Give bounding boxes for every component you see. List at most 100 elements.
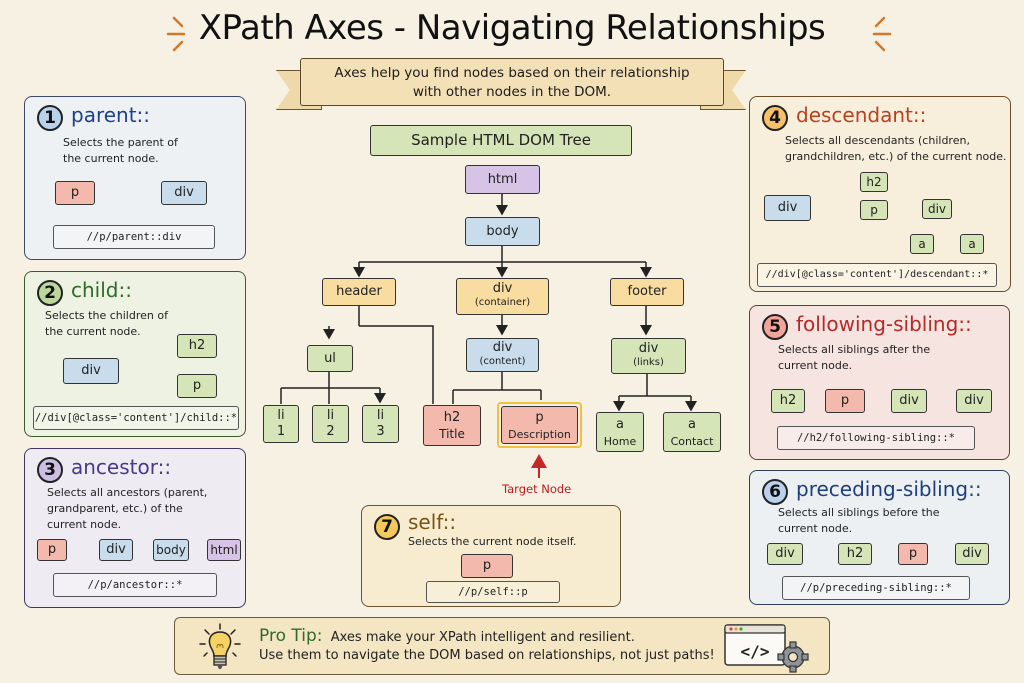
desc-line: current node. [778,522,853,535]
node-label: li [326,408,335,423]
node-label: ul [324,351,336,366]
desc-line: grandchildren, etc.) of the current node… [785,150,1007,163]
node-sublabel: Home [603,435,637,448]
desc-line: Selects the children of [45,309,168,322]
axis-number-badge: 1 [37,105,63,131]
desc-line: Selects all siblings before the [778,506,940,519]
axis-description: Selects the current node itself. [408,534,576,550]
xpath-code: //h2/following-sibling::* [777,426,975,450]
node-h2: h2 [860,172,888,192]
pro-tip-banner: Pro Tip: Axes make your XPath intelligen… [174,617,830,675]
axis-title: ancestor:: [71,455,172,479]
subtitle-banner: Axes help you find nodes based on their … [300,58,724,106]
axis-title: descendant:: [796,103,927,127]
target-node-label: Target Node [502,482,572,496]
desc-line: Selects the current node itself. [408,535,577,548]
node-sublabel: Contact [670,435,714,448]
node-html: html [207,539,241,561]
node-p: p [860,200,888,220]
axis-number-badge: 5 [762,314,788,340]
desc-line: the current node. [63,152,159,165]
desc-line: Selects all siblings after the [778,343,931,356]
node-label: h2 [443,410,461,425]
node-p: p [825,389,865,413]
tree-node-ul: ul [307,345,353,372]
tree-node-div-links: div(links) [611,338,686,374]
tree-node-div-container: div(container) [456,278,549,315]
xpath-code: //div[@class='content']/descendant::* [757,263,997,287]
node-label: p [535,410,544,425]
node-p: p [55,181,95,205]
axis-title: self:: [408,510,457,534]
node-div: div [956,389,992,413]
axis-number-badge: 3 [37,457,63,483]
desc-line: current node. [47,518,122,531]
node-div: div [767,543,803,565]
node-p: p [177,374,217,398]
axis-description: Selects all ancestors (parent, grandpare… [47,485,207,533]
axis-number-badge: 2 [37,280,63,306]
target-highlight [497,402,582,448]
axis-number-badge: 6 [762,479,788,505]
xpath-code: //div[@class='content']/child::* [33,406,239,430]
node-label: footer [627,284,667,299]
lightbulb-icon [199,623,241,669]
xpath-code: //p/ancestor::* [53,573,217,597]
node-sublabel: (links) [633,357,664,368]
node-sublabel: 3 [376,424,385,439]
node-div: div [764,195,811,221]
card-child-axis: 2 child:: Selects the children of the cu… [24,271,246,437]
svg-text:</>: </> [741,642,770,661]
node-h2: h2 [771,389,805,413]
tip-line-2: Use them to navigate the DOM based on re… [259,648,715,663]
xpath-code: //p/parent::div [53,225,215,249]
node-div: div [99,539,133,561]
node-sublabel: (container) [474,297,531,308]
xpath-code: //p/self::p [426,581,560,603]
node-label: div [492,340,513,355]
node-sublabel: 1 [276,424,286,439]
sparkle-left-icon [166,16,186,52]
subtitle-line-2: with other nodes in the DOM. [412,84,612,100]
axis-description: Selects all siblings before the current … [778,505,940,537]
desc-line: grandparent, etc.) of the [47,502,183,515]
card-following-sibling-axis: 5 following-sibling:: Selects all siblin… [749,305,1010,460]
tip-line-1: Pro Tip: Axes make your XPath intelligen… [259,626,635,646]
card-parent-axis: 1 parent:: Selects the parent of the cur… [24,96,246,260]
node-label: a [616,417,624,432]
node-p: p [898,543,928,565]
axis-description: Selects all siblings after the current n… [778,342,930,374]
card-ancestor-axis: 3 ancestor:: Selects all ancestors (pare… [24,448,246,608]
page-title: XPath Axes - Navigating Relationships [198,8,826,48]
desc-line: Selects all descendants (children, [785,134,970,147]
card-preceding-sibling-axis: 6 preceding-sibling:: Selects all siblin… [749,470,1010,605]
node-sublabel: 2 [326,424,335,439]
node-h2: h2 [177,334,217,358]
code-window-gear-icon: </> [724,624,809,673]
node-label: li [376,408,385,423]
node-sublabel: (content) [479,356,526,367]
axis-number-badge: 4 [762,105,788,131]
axis-title: following-sibling:: [796,312,972,336]
node-sublabel: Description [508,428,571,441]
axis-description: Selects all descendants (children, grand… [785,133,1007,165]
card-self-axis: 7 self:: Selects the current node itself… [361,505,621,607]
tree-node-header: header [322,278,396,306]
node-h2: h2 [838,543,872,565]
desc-line: Selects all ancestors (parent, [47,486,208,499]
axis-title: child:: [71,278,132,302]
desc-line: current node. [778,359,853,372]
node-div: div [955,543,989,565]
node-label: header [336,284,382,299]
node-p: p [37,539,67,561]
node-p: p [461,554,513,578]
tree-node-div-content: div(content) [466,338,539,372]
desc-line: Selects the parent of [63,136,178,149]
tip-text-1: Axes make your XPath intelligent and res… [330,630,635,645]
axis-title: parent:: [71,103,151,127]
